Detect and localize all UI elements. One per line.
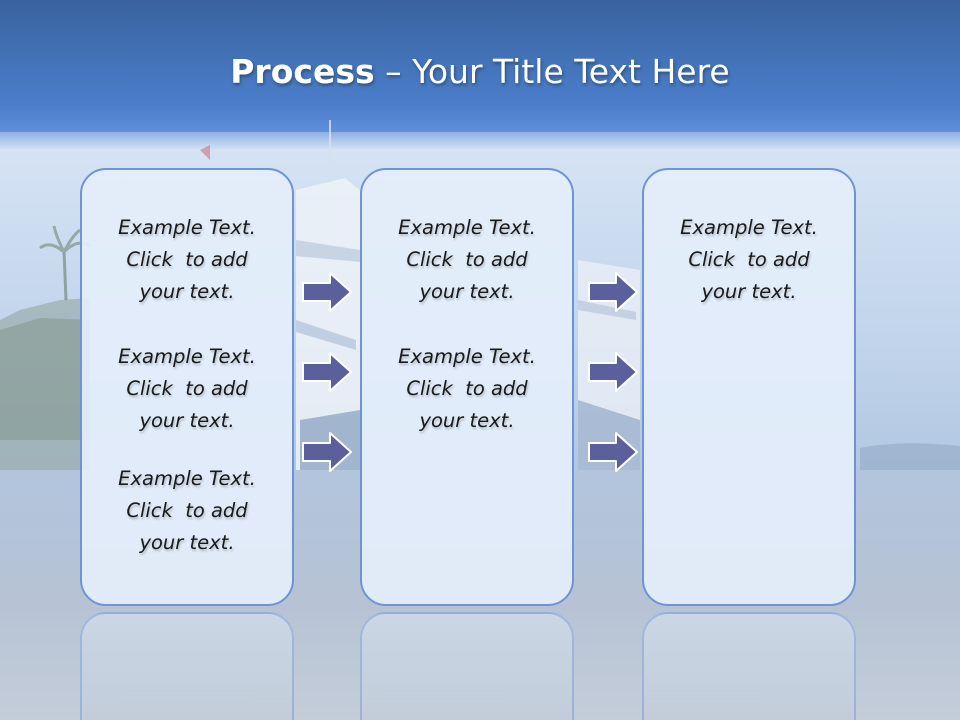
box-3-reflection — [642, 612, 856, 720]
box-2-reflection — [360, 612, 574, 720]
right-arrow-icon[interactable] — [588, 432, 638, 472]
palm-tree — [39, 225, 91, 301]
box-1-text-3[interactable]: Example Text. Click to add your text. — [118, 467, 256, 554]
right-arrow-icon[interactable] — [302, 352, 352, 392]
title-band — [0, 0, 960, 132]
box-3-text-1[interactable]: Example Text. Click to add your text. — [680, 216, 818, 303]
title-bold: Process — [230, 52, 375, 91]
box-2-text-2[interactable]: Example Text. Click to add your text. — [398, 345, 536, 432]
process-box-3[interactable]: Example Text. Click to add your text. — [642, 168, 856, 606]
slide-title[interactable]: Process – Your Title Text Here — [0, 52, 960, 91]
process-box-2[interactable]: Example Text. Click to add your text. Ex… — [360, 168, 574, 606]
island-grass — [0, 318, 90, 440]
box-1-reflection — [80, 612, 294, 720]
box-2-text-1[interactable]: Example Text. Click to add your text. — [398, 216, 536, 303]
right-arrow-icon[interactable] — [588, 352, 638, 392]
yacht — [200, 120, 640, 470]
right-arrow-icon[interactable] — [588, 272, 638, 312]
box-1-text-2[interactable]: Example Text. Click to add your text. — [118, 345, 256, 432]
right-arrow-icon[interactable] — [302, 432, 352, 472]
right-arrow-icon[interactable] — [302, 272, 352, 312]
distant-hills — [860, 443, 960, 470]
process-box-1[interactable]: Example Text. Click to add your text. Ex… — [80, 168, 294, 606]
box-1-text-1[interactable]: Example Text. Click to add your text. — [118, 216, 256, 303]
title-rest: – Your Title Text Here — [374, 52, 730, 91]
